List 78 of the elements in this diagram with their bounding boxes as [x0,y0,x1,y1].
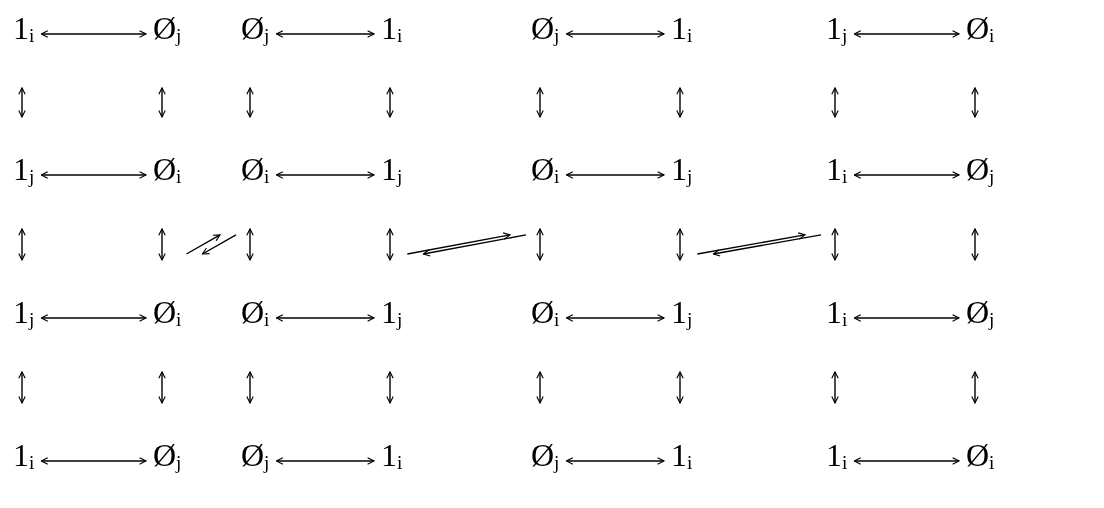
arrow [40,30,147,38]
symbol-label: Ø$_{j}$ [530,437,561,481]
arrow [158,371,166,404]
arrow [971,87,979,118]
symbol-label: Ø$_{j}$ [240,10,271,54]
symbol-label: Ø$_{i}$ [152,151,183,195]
arrow [40,171,147,179]
arrow [275,457,375,465]
symbol-label: Ø$_{j}$ [530,10,561,54]
symbol-label: 1$_{i}$ [670,437,694,481]
arrow [201,234,237,255]
arrow [565,30,665,38]
symbol-label: 1$_{i}$ [825,151,849,195]
arrow [246,371,254,404]
symbol-label: Ø$_{i}$ [530,294,561,338]
symbol-label: 1$_{j}$ [670,294,694,338]
arrow [676,371,684,404]
symbol-label: Ø$_{i}$ [240,294,271,338]
symbol-label: Ø$_{i}$ [530,151,561,195]
symbol-label: 1$_{j}$ [670,151,694,195]
arrow [696,232,806,255]
arrow [831,371,839,404]
symbol-label: 1$_{i}$ [380,437,404,481]
arrow [158,228,166,261]
arrow [853,314,960,322]
arrow [18,228,26,261]
arrow [565,171,665,179]
arrow [831,87,839,118]
symbol-label: Ø$_{j}$ [152,10,183,54]
arrow [853,457,960,465]
arrow [536,87,544,118]
arrow [275,314,375,322]
symbol-label: Ø$_{j}$ [152,437,183,481]
arrow [853,30,960,38]
arrow [246,87,254,118]
arrow [18,87,26,118]
arrow [536,228,544,261]
symbol-label: 1$_{i}$ [670,10,694,54]
arrow [275,171,375,179]
symbol-label: 1$_{j}$ [12,294,36,338]
symbol-label: Ø$_{i}$ [152,294,183,338]
symbol-label: 1$_{j}$ [12,151,36,195]
arrow [18,371,26,404]
arrow [275,30,375,38]
symbol-label: Ø$_{i}$ [240,151,271,195]
arrow [246,228,254,261]
arrow [158,87,166,118]
arrow [386,228,394,261]
arrow [422,234,527,257]
arrow [676,228,684,261]
arrow [565,314,665,322]
arrow [185,234,221,255]
arrow [971,228,979,261]
arrow [565,457,665,465]
arrow [40,314,147,322]
symbol-label: Ø$_{j}$ [240,437,271,481]
symbol-label: 1$_{i}$ [12,10,36,54]
symbol-label: Ø$_{i}$ [965,10,996,54]
arrow [831,228,839,261]
arrow [676,87,684,118]
symbol-label: Ø$_{i}$ [965,437,996,481]
symbol-label: 1$_{j}$ [825,10,849,54]
symbol-label: 1$_{i}$ [825,294,849,338]
arrow [406,232,511,255]
symbol-label: 1$_{j}$ [380,151,404,195]
symbol-label: 1$_{i}$ [380,10,404,54]
arrow [712,234,822,257]
arrow [386,87,394,118]
arrow [386,371,394,404]
arrow [40,457,147,465]
symbol-label: Ø$_{j}$ [965,151,996,195]
symbol-label: Ø$_{j}$ [965,294,996,338]
symbol-label: 1$_{i}$ [825,437,849,481]
arrow [536,371,544,404]
arrow [971,371,979,404]
arrow [853,171,960,179]
symbol-label: 1$_{i}$ [12,437,36,481]
symbol-label: 1$_{j}$ [380,294,404,338]
